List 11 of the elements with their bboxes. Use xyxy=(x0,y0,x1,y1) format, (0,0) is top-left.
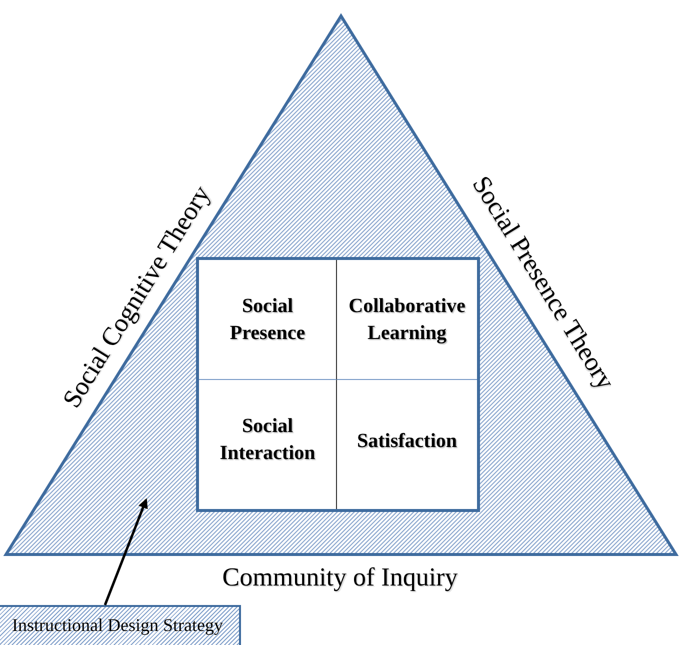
leader-arrow xyxy=(104,498,148,606)
category-label: Satisfaction xyxy=(357,429,457,454)
hatched-box xyxy=(0,605,241,645)
box-label: Instructional Design Strategy xyxy=(11,616,223,636)
hatched-triangle xyxy=(4,13,678,556)
grid-cell xyxy=(199,260,337,380)
category-label: Collaborative Learning xyxy=(348,294,466,346)
base-label: Community of Inquiry xyxy=(222,564,458,592)
grid-panel xyxy=(196,257,480,512)
category-label: Social Interaction xyxy=(218,414,316,466)
category-label: Social Presence xyxy=(228,294,306,346)
